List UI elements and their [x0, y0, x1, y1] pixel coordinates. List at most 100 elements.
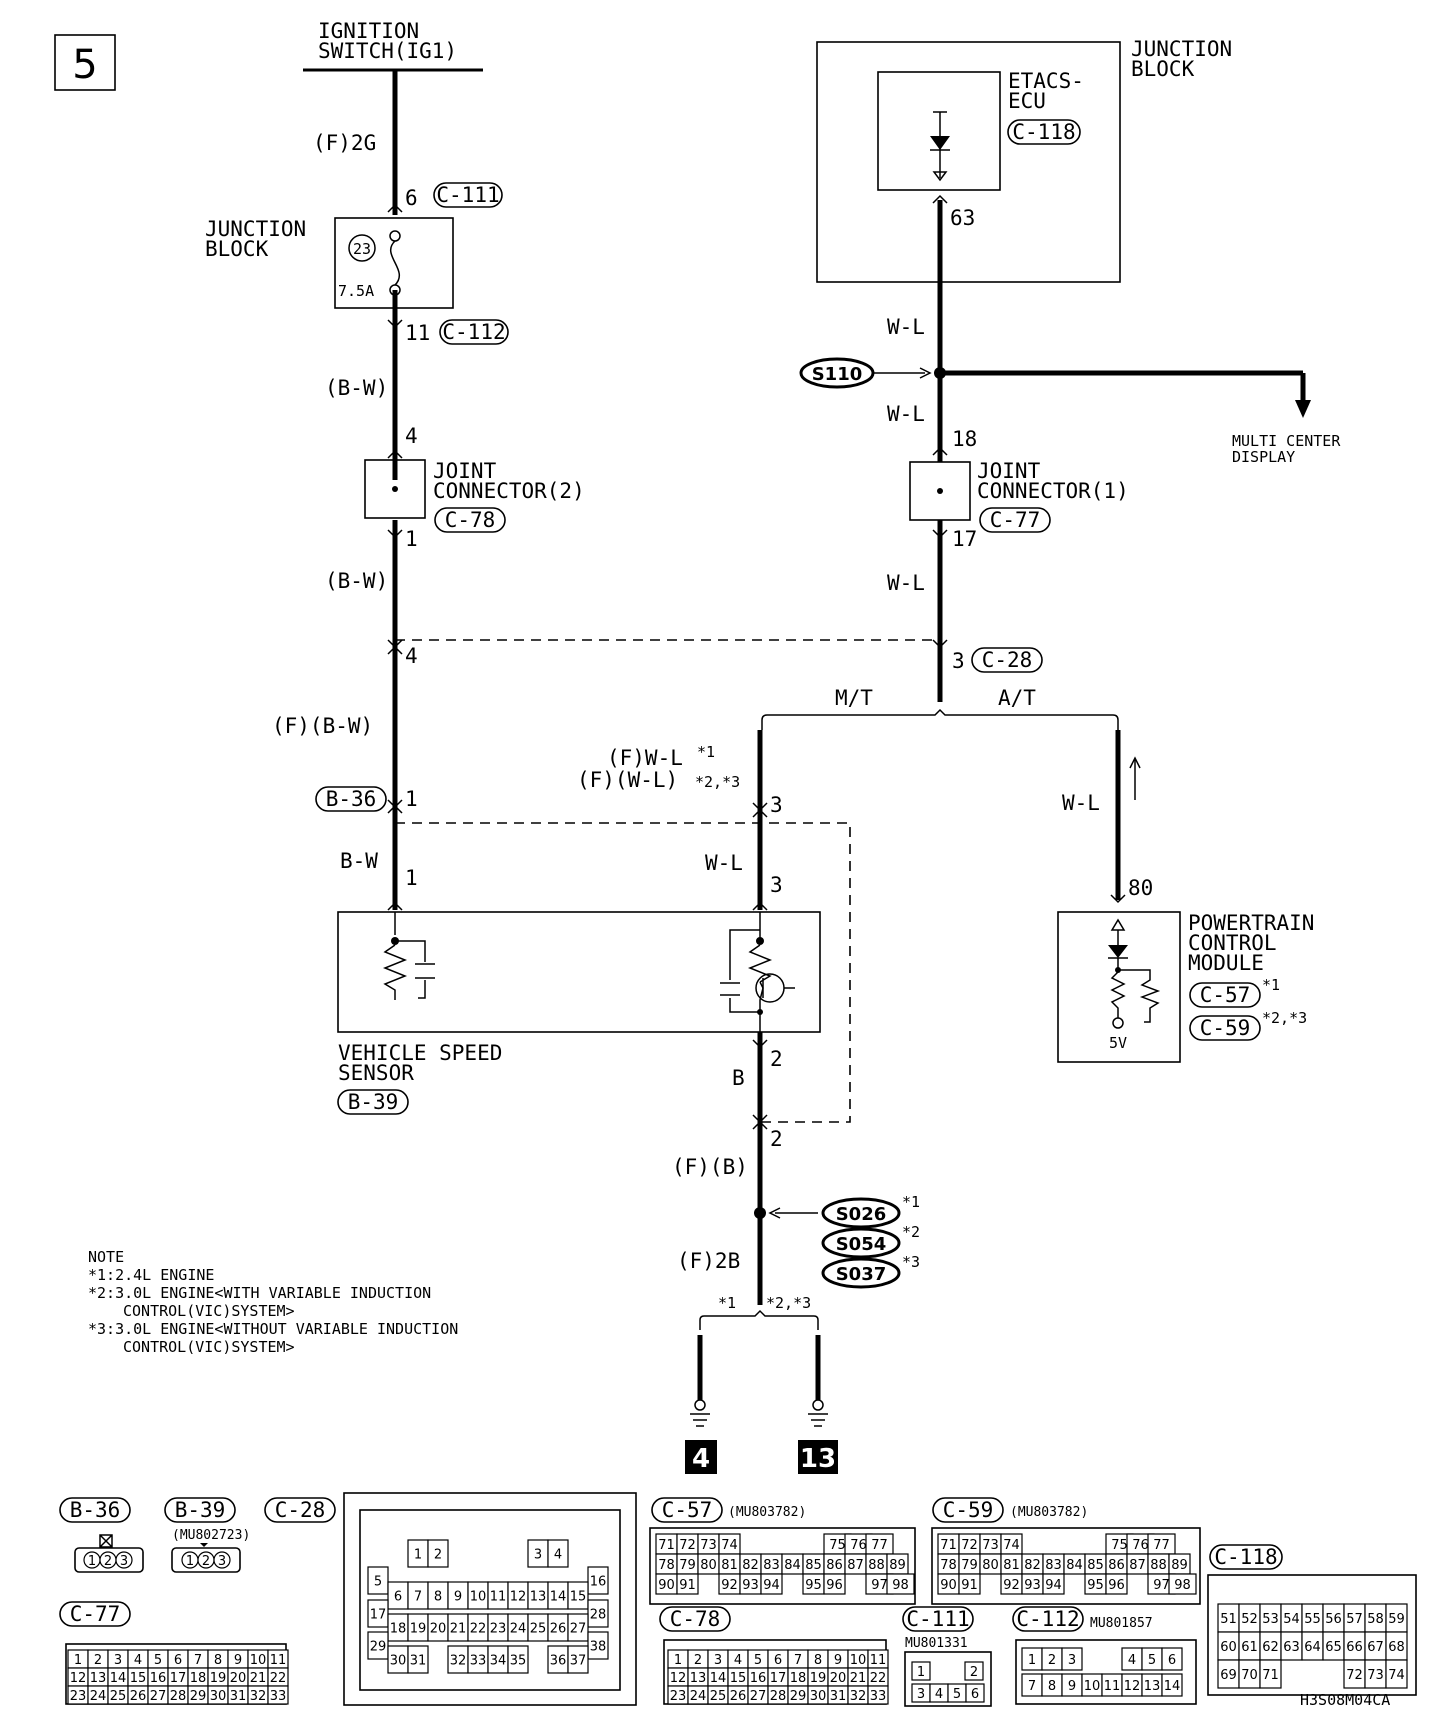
- note-ref: *1: [902, 1193, 920, 1211]
- c78-pin-number: 1: [674, 1653, 682, 1668]
- c57-pin-number: 78: [658, 1558, 675, 1573]
- c28-pin-number: 6: [394, 1590, 402, 1605]
- c59-pin-number: 86: [1108, 1558, 1125, 1573]
- svg-text:C-112: C-112: [1016, 1607, 1079, 1631]
- svg-text:BLOCK: BLOCK: [205, 237, 269, 261]
- c78-pin-number: 5: [754, 1653, 762, 1668]
- face-tag-c59: C-59: [932, 1497, 1004, 1523]
- c118-pin-number: 67: [1367, 1640, 1384, 1655]
- multi-center-display-label: MULTI CENTER: [1232, 432, 1341, 450]
- c57-pin-number: 84: [784, 1558, 801, 1573]
- wire-label: B-W: [340, 849, 378, 873]
- note-ref: *3: [902, 1253, 920, 1271]
- c57-pin-number: 72: [679, 1538, 696, 1553]
- c118-pin-number: 68: [1388, 1640, 1405, 1655]
- pin-label: 3: [952, 649, 965, 673]
- c77-pin-number: 13: [90, 1671, 107, 1686]
- c28-pin-number: 21: [450, 1622, 467, 1637]
- c59-pin-number: 98: [1174, 1578, 1191, 1593]
- c28-pin-number: 12: [510, 1590, 527, 1605]
- c28-pin-number: 25: [530, 1622, 547, 1637]
- c57-pin-number: 76: [850, 1538, 867, 1553]
- pin-label: 11: [405, 321, 430, 345]
- at-label: A/T: [998, 686, 1036, 710]
- svg-text:23: 23: [353, 240, 371, 258]
- c77-pin-number: 26: [130, 1689, 147, 1704]
- svg-text:CONNECTOR(1): CONNECTOR(1): [977, 479, 1129, 503]
- c28-pin-number: 11: [490, 1590, 507, 1605]
- note-ref: *2,*3: [1262, 1009, 1307, 1027]
- c111-pin-cell: [964, 1661, 984, 1681]
- c111-pin-number: 1: [917, 1665, 925, 1680]
- svg-text:IGNITION: IGNITION: [318, 19, 419, 43]
- c28-pin-number: 27: [570, 1622, 587, 1637]
- branch-bracket: [761, 708, 1119, 730]
- svg-text:*2:3.0L ENGINE<WITH VARIABLE I: *2:3.0L ENGINE<WITH VARIABLE INDUCTION: [88, 1284, 431, 1302]
- wire-label: (F)2G: [313, 131, 376, 155]
- svg-text:B-36: B-36: [70, 1498, 121, 1522]
- c28-pin-number: 34: [490, 1654, 507, 1669]
- face-tag-c111: C-111: [902, 1606, 974, 1632]
- svg-text:CONTROL(VIC)SYSTEM>: CONTROL(VIC)SYSTEM>: [123, 1302, 295, 1320]
- pin-label: 17: [952, 527, 977, 551]
- wire-label: (F)(B): [672, 1155, 748, 1179]
- c57-pin-number: 96: [826, 1578, 843, 1593]
- svg-text:C-28: C-28: [275, 1498, 326, 1522]
- svg-text:C-112: C-112: [442, 320, 505, 344]
- c59-pin-number: 88: [1150, 1558, 1167, 1573]
- svg-text:C-78: C-78: [670, 1607, 721, 1631]
- c112-pin-number: 12: [1124, 1679, 1141, 1694]
- svg-text:*1:2.4L ENGINE: *1:2.4L ENGINE: [88, 1266, 214, 1284]
- svg-text:7.5A: 7.5A: [338, 282, 374, 300]
- svg-text:C-28: C-28: [982, 648, 1033, 672]
- c57-pin-number: 79: [679, 1558, 696, 1573]
- part-number: (MU803782): [1010, 1505, 1088, 1520]
- ground-symbol: [690, 1335, 710, 1427]
- c28-pin-number: 24: [510, 1622, 527, 1637]
- c77-pin-number: 27: [150, 1689, 167, 1704]
- svg-text:JOINT: JOINT: [433, 459, 497, 483]
- svg-text:C-77: C-77: [70, 1602, 121, 1626]
- c77-pin-number: 28: [170, 1689, 187, 1704]
- b36-pin-number: 3: [120, 1554, 128, 1569]
- c78-pin-number: 21: [850, 1671, 867, 1686]
- c77-pin-number: 22: [270, 1671, 287, 1686]
- c28-pin-number: 14: [550, 1590, 567, 1605]
- c78-pin-number: 26: [730, 1689, 747, 1704]
- c28-pin-cell: [367, 1566, 389, 1595]
- c59-pin-number: 78: [940, 1558, 957, 1573]
- svg-text:5: 5: [72, 42, 97, 88]
- face-tag-c112: C-112: [1012, 1606, 1084, 1632]
- c28-pin-number: 37: [570, 1654, 587, 1669]
- face-tag-b36: B-36: [59, 1497, 131, 1523]
- pin-label: 2: [770, 1127, 783, 1151]
- svg-text:CONTROL(VIC)SYSTEM>: CONTROL(VIC)SYSTEM>: [123, 1338, 295, 1356]
- face-tag-c28: C-28: [264, 1497, 336, 1523]
- c112-pin-number: 3: [1068, 1653, 1076, 1668]
- svg-text:*3:3.0L ENGINE<WITHOUT VARIABL: *3:3.0L ENGINE<WITHOUT VARIABLE INDUCTIO…: [88, 1320, 458, 1338]
- c112-pin-number: 8: [1048, 1679, 1056, 1694]
- c77-pin-number: 17: [170, 1671, 187, 1686]
- splice-s037: S037: [821, 1257, 901, 1289]
- c112-pin-cell: [1161, 1673, 1183, 1697]
- c78-pin-number: 14: [710, 1671, 727, 1686]
- c78-pin-number: 6: [774, 1653, 782, 1668]
- svg-text:NOTE: NOTE: [88, 1248, 124, 1266]
- c57-pin-number: 80: [700, 1558, 717, 1573]
- c77-pin-number: 6: [174, 1653, 182, 1668]
- c57-pin-number: 85: [805, 1558, 822, 1573]
- c78-pin-cell: [867, 1685, 889, 1705]
- b36-pin-cell: [115, 1551, 133, 1569]
- c59-pin-number: 94: [1045, 1578, 1062, 1593]
- c59-pin-number: 90: [940, 1578, 957, 1593]
- c77-pin-number: 1: [74, 1653, 82, 1668]
- c28-pin-cell: [587, 1566, 609, 1595]
- c59-pin-number: 96: [1108, 1578, 1125, 1593]
- svg-text:ETACS-: ETACS-: [1008, 69, 1084, 93]
- pin-label: 6: [405, 186, 418, 210]
- c78-pin-number: 29: [790, 1689, 807, 1704]
- c59-pin-number: 72: [961, 1538, 978, 1553]
- svg-text:13: 13: [800, 1444, 836, 1474]
- c57-pin-number: 93: [742, 1578, 759, 1593]
- c59-pin-number: 74: [1003, 1538, 1020, 1553]
